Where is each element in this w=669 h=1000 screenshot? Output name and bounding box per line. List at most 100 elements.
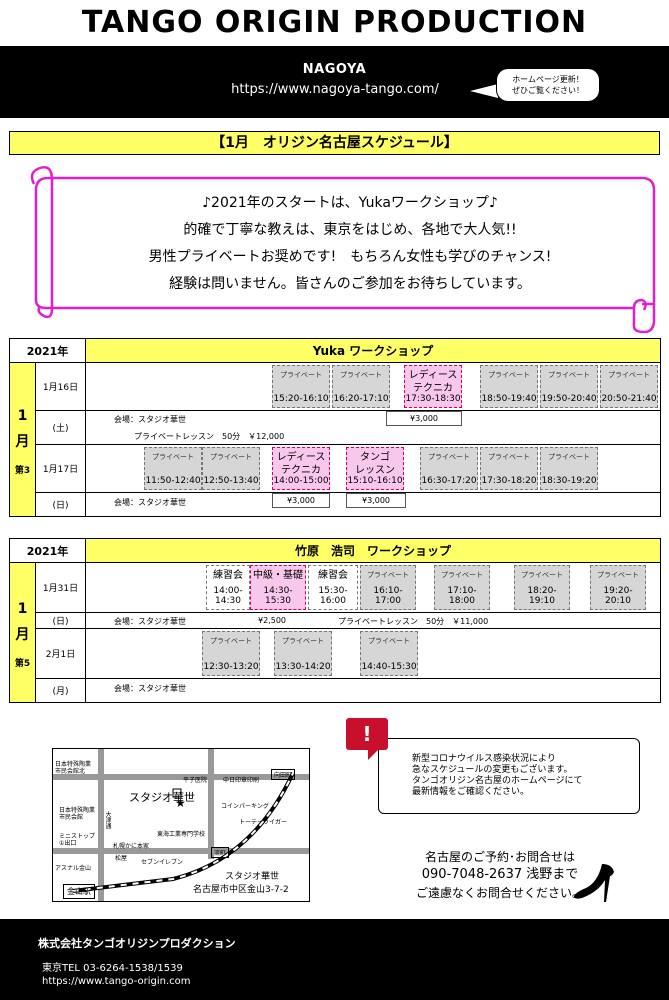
private-note: プライベートレッスン 50分 ￥12,000 [134, 432, 285, 441]
slot-time: 16:20-17:10 [333, 394, 389, 404]
website-link[interactable]: https://www.nagoya-tango.com/ [231, 82, 439, 97]
week-label: 第5 [14, 659, 31, 669]
map-label-asunal: アスナル金山 [55, 865, 92, 872]
year-label: 2021年 [9, 538, 86, 563]
venue-label: 会場：スタジオ華世 [114, 498, 186, 507]
map-label-kanayama: 金山駅 [63, 884, 95, 899]
price-label: ¥2,500 [258, 616, 286, 625]
slot-time: 14:00-15:00 [273, 476, 329, 486]
contact-line-3: ご遠慮なくお問合せください。 [415, 886, 584, 900]
scroll-frame-icon [30, 166, 656, 334]
price-box: ¥3,000 [272, 493, 330, 508]
map-label-matsuya: 松屋 [115, 855, 128, 862]
slot-label: 練習会 [213, 570, 243, 581]
slot-time: 13:30-14:20 [275, 662, 331, 672]
brand-title: TANGO ORIGIN PRODUCTION [81, 5, 588, 40]
slot-time: 19:20-20:10 [603, 586, 633, 606]
slot-label: レディース テクニカ [408, 370, 458, 394]
map-label-hirako: 平子医院 [183, 777, 208, 784]
map-address-name: スタジオ華世 [225, 872, 280, 882]
slot-label: プライベート [368, 637, 410, 645]
intro-line-1: ♪2021年のスタートは、Yukaワークショップ♪ [202, 195, 498, 211]
header-bar: NAGOYA https://www.nagoya-tango.com/ ホーム… [0, 46, 669, 118]
slot-time: 17:30-18:30 [405, 394, 461, 404]
intro-line-3: 男性プライベートお奨めです! もちろん女性も学びのチャンス! [148, 249, 552, 265]
month-cell: 1 月 第5 [9, 562, 36, 703]
notice-box [378, 738, 640, 814]
time-slot: プライベート 14:40-15:30 [360, 631, 418, 676]
slot-label: プライベート [521, 571, 563, 579]
map-label-chunichi: 中日印章印刷 [223, 777, 260, 784]
contact-phone[interactable]: 090-7048-2637 浅野まで [421, 867, 579, 882]
footer-company: 株式会社タンゴオリジンプロダクション [38, 937, 236, 950]
month-unit: 月 [15, 627, 30, 643]
map-address: 名古屋市中区金山3-7-2 [193, 885, 289, 895]
time-slot: プライベート 19:20-20:10 [590, 565, 646, 610]
bubble-tail [470, 84, 498, 98]
schedule-title: 【1月 オリジン名古屋スケジュール】 [9, 131, 660, 155]
slot-label: プライベート [597, 571, 639, 579]
update-bubble: ホームページ更新！ ぜひご覧ください！ [496, 68, 600, 102]
venue-row: 会場：スタジオ華世 ¥3,000 ¥3,000 [85, 492, 661, 517]
slot-time: 15:10-16:10 [347, 476, 403, 486]
slot-label: レディース テクニカ [276, 452, 326, 476]
date-cell: 1月31日 [35, 562, 86, 613]
slot-time: 16:30-17:20 [421, 476, 477, 486]
slot-time: 11:50-12:40 [145, 476, 201, 486]
map-label-hall: 日本特殊陶業 市民会館北 [55, 761, 92, 775]
svg-text:★: ★ [175, 796, 186, 810]
slot-label: プライベート [488, 371, 530, 379]
date-cell: 2月1日 [35, 628, 86, 679]
slot-label: プライベート [548, 453, 590, 461]
slot-time: 15:20-16:10 [273, 394, 329, 404]
dow-cell: (土) [35, 410, 86, 445]
map-label-studio: スタジオ華世 [129, 791, 195, 804]
alert-tail-icon [368, 750, 378, 760]
venue-label: 会場：スタジオ華世 [114, 684, 186, 693]
alert-icon: ! [346, 718, 388, 750]
private-note: プライベートレッスン 50分 ￥11,000 [338, 617, 489, 626]
time-slot: 練習会 14:00- 14:30 [206, 565, 250, 610]
slot-label: プライベート [488, 453, 530, 461]
slot-time: 14:00- 14:30 [213, 586, 243, 606]
map-label-sapporo: 札幌かに本家 [113, 843, 150, 850]
contact-block: 名古屋のご予約･お問合せは 090-7048-2637 浅野まで ご遠慮なくお問… [410, 848, 590, 902]
footer-url[interactable]: https://www.tango-origin.com [42, 976, 191, 987]
year-label: 2021年 [9, 338, 86, 363]
slot-label: プライベート [210, 453, 252, 461]
map-label-otsu: 大津通 [104, 811, 111, 829]
slot-time: 20:50-21:40 [601, 394, 657, 404]
slot-time: 16:10-17:00 [373, 586, 403, 606]
slot-label: 練習会 [318, 570, 348, 581]
footer-tel[interactable]: 東京TEL 03-6264-1538/1539 [42, 963, 183, 974]
map-label-hall2: 日本特殊陶業 市民会館 [59, 807, 96, 821]
week-label: 第3 [14, 466, 31, 476]
date-cell: 1月17日 [35, 444, 86, 493]
workshop-title: Yuka ワークショップ [85, 338, 661, 363]
bubble-line-1: ホームページ更新！ [512, 75, 584, 84]
city-name: NAGOYA [302, 62, 367, 77]
footer: 株式会社タンゴオリジンプロダクション 東京TEL 03-6264-1538/15… [0, 919, 669, 1000]
map-label-mukaida: 向田町 [271, 769, 296, 780]
dow-cell: (日) [35, 492, 86, 517]
bubble-line-2: ぜひご覧ください！ [512, 86, 584, 95]
map-label-nagare: 流町 [211, 847, 230, 858]
slot-label: プライベート [441, 571, 483, 579]
slot-time: 14:40-15:30 [361, 662, 417, 672]
